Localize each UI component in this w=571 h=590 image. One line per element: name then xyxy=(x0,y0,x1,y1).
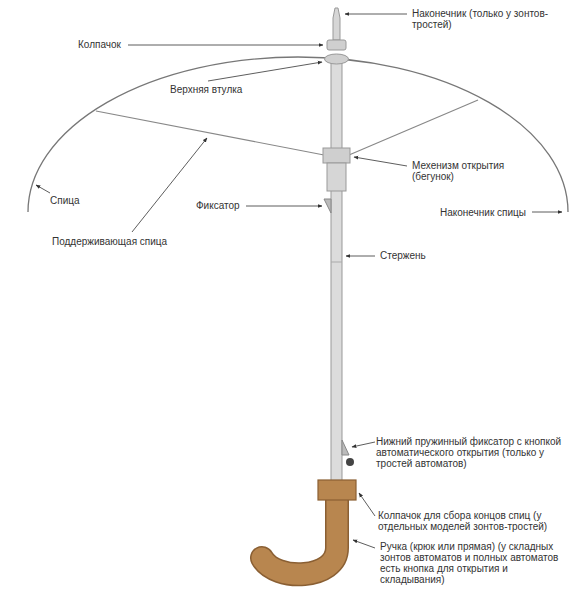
leader-line xyxy=(246,206,322,207)
leader-line xyxy=(354,157,407,166)
top-cap xyxy=(327,40,346,50)
leader-line xyxy=(359,493,375,516)
shaft-tip xyxy=(333,8,340,40)
part-label: Ручка (крюк или прямая) (у складных зонт… xyxy=(380,541,566,585)
leader-line xyxy=(532,212,562,213)
part-label: Стержень xyxy=(380,250,480,261)
part-label: Мехенизм открытия (бегунок) xyxy=(412,160,522,182)
canopy-rib xyxy=(28,57,568,212)
latch xyxy=(324,199,331,213)
support-rib xyxy=(349,100,478,155)
leader-line xyxy=(208,62,322,81)
leader-line xyxy=(128,45,323,46)
spring-latch xyxy=(342,440,349,455)
leader-line xyxy=(36,185,50,193)
leader-line xyxy=(353,540,375,548)
part-label: Колпачок для сбора концов спиц (у отдель… xyxy=(378,510,566,532)
support-rib xyxy=(96,111,324,155)
leader-line xyxy=(352,442,375,447)
part-label: Фиксатор xyxy=(196,200,276,211)
part-label: Поддерживающая спица xyxy=(52,236,202,247)
part-label: Спица xyxy=(50,195,110,206)
part-label: Колпачок xyxy=(78,39,158,50)
part-label: Наконечник спицы xyxy=(440,207,550,218)
leader-lines xyxy=(36,14,562,548)
open-button xyxy=(346,458,354,466)
leader-line xyxy=(345,14,407,15)
shaft xyxy=(331,62,342,482)
shaft-joint xyxy=(331,262,342,263)
handle xyxy=(262,495,337,574)
top-notch xyxy=(325,54,349,64)
leader-line xyxy=(346,256,375,257)
rib-collar xyxy=(318,480,356,500)
part-label: Нижний пружинный фиксатор с кнопкой авто… xyxy=(376,436,566,469)
leader-line xyxy=(132,138,207,232)
part-label: Верхняя втулка xyxy=(170,84,280,95)
runner xyxy=(323,148,350,163)
handle-outline xyxy=(262,495,337,574)
part-label: Наконечник (только у зонтов-тростей) xyxy=(412,8,562,30)
runner-sleeve xyxy=(327,163,346,191)
